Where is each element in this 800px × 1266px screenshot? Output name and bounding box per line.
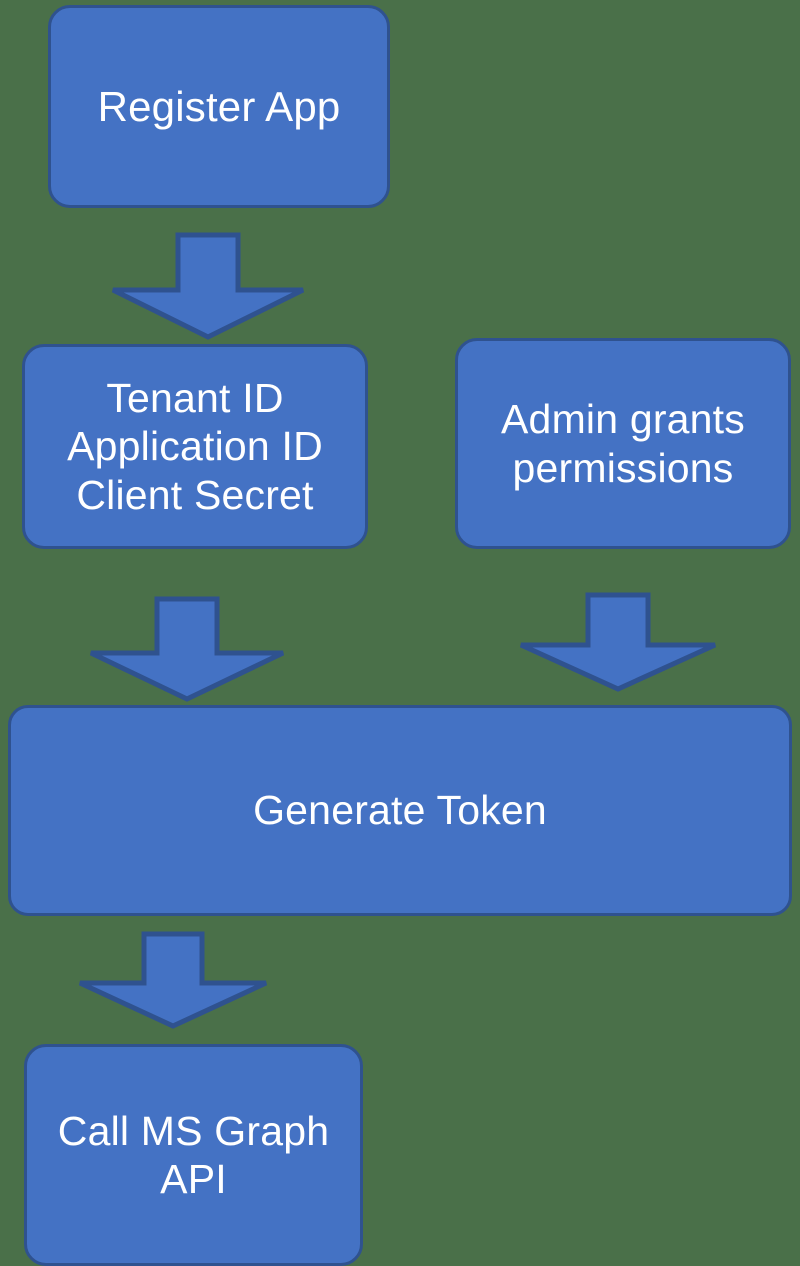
flow-node-label: Register App — [97, 82, 341, 130]
down-arrow-icon-register-to-credentials — [110, 232, 306, 340]
down-arrow-icon-token-to-graph — [77, 931, 269, 1029]
down-arrow-icon-admin-to-token — [518, 592, 718, 692]
flow-node-label: Tenant ID Application ID Client Secret — [67, 374, 323, 518]
flow-node-credentials[interactable]: Tenant ID Application ID Client Secret — [22, 344, 368, 549]
flow-node-label: Admin grants permissions — [501, 396, 745, 491]
flow-node-admin-permissions[interactable]: Admin grants permissions — [455, 338, 791, 549]
flow-node-label: Generate Token — [253, 787, 547, 834]
flow-node-label: Call MS Graph API — [57, 1107, 330, 1202]
down-arrow-icon-credentials-to-token — [88, 596, 286, 702]
flow-node-call-graph[interactable]: Call MS Graph API — [24, 1044, 363, 1266]
flow-node-register-app[interactable]: Register App — [48, 5, 390, 208]
flow-node-generate-token[interactable]: Generate Token — [8, 705, 792, 916]
